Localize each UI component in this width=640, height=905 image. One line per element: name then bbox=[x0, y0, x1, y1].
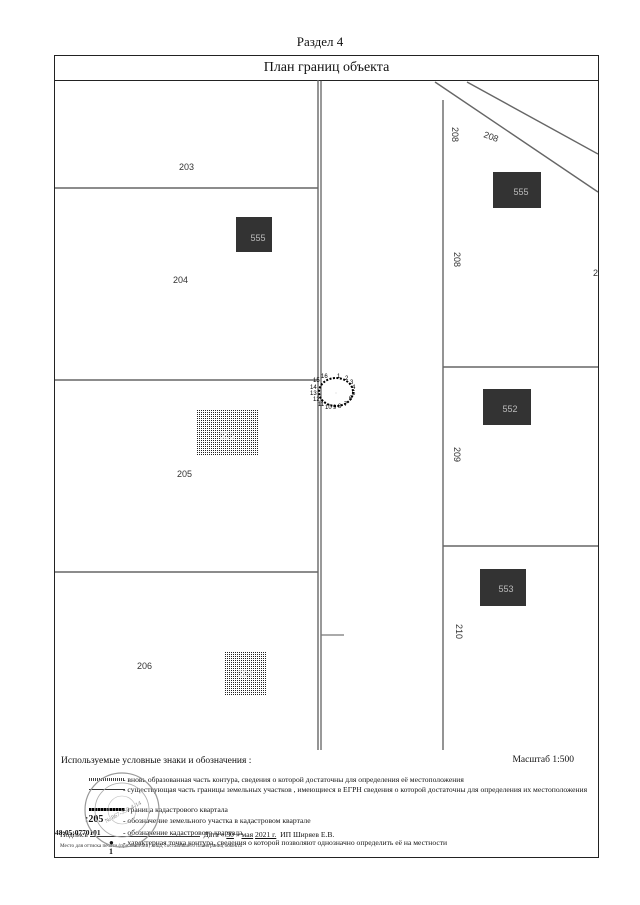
plan-frame: План границ объекта bbox=[54, 55, 599, 858]
section-heading: Раздел 4 bbox=[296, 34, 344, 49]
parcel-label-203: 203 bbox=[179, 162, 194, 172]
point-10: 10 bbox=[325, 405, 332, 411]
right-parcel-boundaries bbox=[434, 81, 598, 750]
hatched-line-symbol bbox=[89, 778, 125, 781]
legend-text-quarter-boundary: - граница кадастрового квартала bbox=[123, 805, 228, 814]
point-9: 9 bbox=[333, 405, 337, 411]
plan-title: План границ объекта bbox=[55, 56, 598, 81]
legend-text-quarter-id: - обозначение кадастрового квартала bbox=[123, 828, 243, 837]
left-parcel-boundaries bbox=[55, 80, 319, 750]
building-554 bbox=[224, 652, 266, 696]
legend-text-new-contour: - вновь образованная часть контура, свед… bbox=[123, 775, 464, 784]
legend-title: Используемые условные знаки и обозначени… bbox=[61, 756, 252, 766]
seal-stamp: № 867-350-4-14 bbox=[84, 772, 160, 848]
road-label-208: 208 bbox=[450, 127, 460, 142]
parcel-label-204: 204 bbox=[173, 275, 188, 285]
point-symbol: ● 1 bbox=[109, 838, 114, 856]
stamp-number: № 867-350-4-14 bbox=[104, 801, 142, 825]
building-555-b bbox=[493, 172, 541, 208]
building-554-label: 554 bbox=[237, 669, 252, 679]
point-16: 16 bbox=[321, 374, 328, 380]
point-4: 4 bbox=[352, 385, 356, 391]
map-svg: 555 556 554 555 552 553 203 204 205 206 … bbox=[55, 80, 598, 750]
legend-text-point: - характерная точка контура, сведения о … bbox=[123, 838, 448, 847]
building-553-label: 553 bbox=[498, 584, 513, 594]
boundary-plan-map: 555 556 554 555 552 553 203 204 205 206 … bbox=[55, 80, 598, 750]
point-7: 7 bbox=[344, 402, 348, 408]
scale-label: Масштаб 1:500 bbox=[512, 755, 574, 765]
date-day: 30 bbox=[226, 830, 234, 839]
point-11: 11 bbox=[318, 402, 325, 408]
thin-line-symbol bbox=[89, 789, 125, 790]
point-5: 5 bbox=[352, 391, 356, 397]
point-12: 12 bbox=[313, 397, 320, 403]
point-symbol-number: 1 bbox=[109, 847, 113, 856]
signature-line: Подпись Дата « 30 » мая 2021 г. ИП Ширяе… bbox=[60, 830, 335, 839]
date-year: 2021 г. bbox=[255, 830, 277, 839]
building-552 bbox=[483, 389, 531, 425]
point-6: 6 bbox=[349, 396, 353, 402]
parcel-label-206: 206 bbox=[137, 661, 152, 671]
parcel-label-205: 205 bbox=[177, 469, 192, 479]
building-556 bbox=[197, 410, 258, 456]
building-556-label: 556 bbox=[219, 431, 234, 441]
edge-mark: 2 bbox=[593, 268, 598, 278]
thick-line-symbol bbox=[89, 808, 125, 811]
signature-blank bbox=[89, 836, 200, 837]
building-553 bbox=[480, 569, 526, 606]
building-555-a-label: 555 bbox=[250, 233, 265, 243]
signer-name: ИП Ширяев Е.В. bbox=[280, 830, 335, 839]
legend-text-parcel-id: - обозначение земельного участка в кадас… bbox=[123, 816, 311, 825]
svg-text:::: :: bbox=[335, 391, 337, 395]
date-month: мая bbox=[241, 830, 254, 839]
building-552-label: 552 bbox=[502, 404, 517, 414]
legend: Используемые условные знаки и обозначени… bbox=[55, 750, 598, 857]
point-2: 2 bbox=[345, 376, 349, 382]
date-label: Дата bbox=[203, 830, 219, 839]
parcel-label-208: 208 bbox=[452, 252, 462, 267]
building-555-a bbox=[236, 217, 272, 252]
point-3: 3 bbox=[350, 380, 354, 386]
signature-label: Подпись bbox=[60, 830, 88, 839]
legend-text-existing-boundary: - существующая часть границы земельных у… bbox=[123, 785, 588, 794]
point-15: 15 bbox=[313, 378, 320, 384]
signature-footnote: Место для оттиска печати (при наличии) л… bbox=[60, 843, 242, 849]
contour-point-labels: 1 2 3 4 5 6 7 8 9 10 11 12 13 14 15 16 bbox=[310, 374, 356, 411]
parcel-id-symbol: :205 bbox=[85, 814, 104, 825]
parcel-labels: 203 204 205 206 208 208 208 209 210 2 bbox=[137, 127, 598, 671]
point-14: 14 bbox=[310, 385, 317, 391]
parcel-label-209: 209 bbox=[452, 447, 462, 462]
point-13: 13 bbox=[310, 391, 317, 397]
new-contour: :: bbox=[318, 377, 354, 407]
point-1: 1 bbox=[337, 374, 341, 380]
point-8: 8 bbox=[338, 404, 342, 410]
quarter-id-symbol: 48:05:0770101 bbox=[55, 828, 101, 837]
building-555-b-label: 555 bbox=[513, 187, 528, 197]
parcel-label-208-top: 208 bbox=[482, 129, 500, 144]
parcel-label-210: 210 bbox=[454, 624, 464, 639]
